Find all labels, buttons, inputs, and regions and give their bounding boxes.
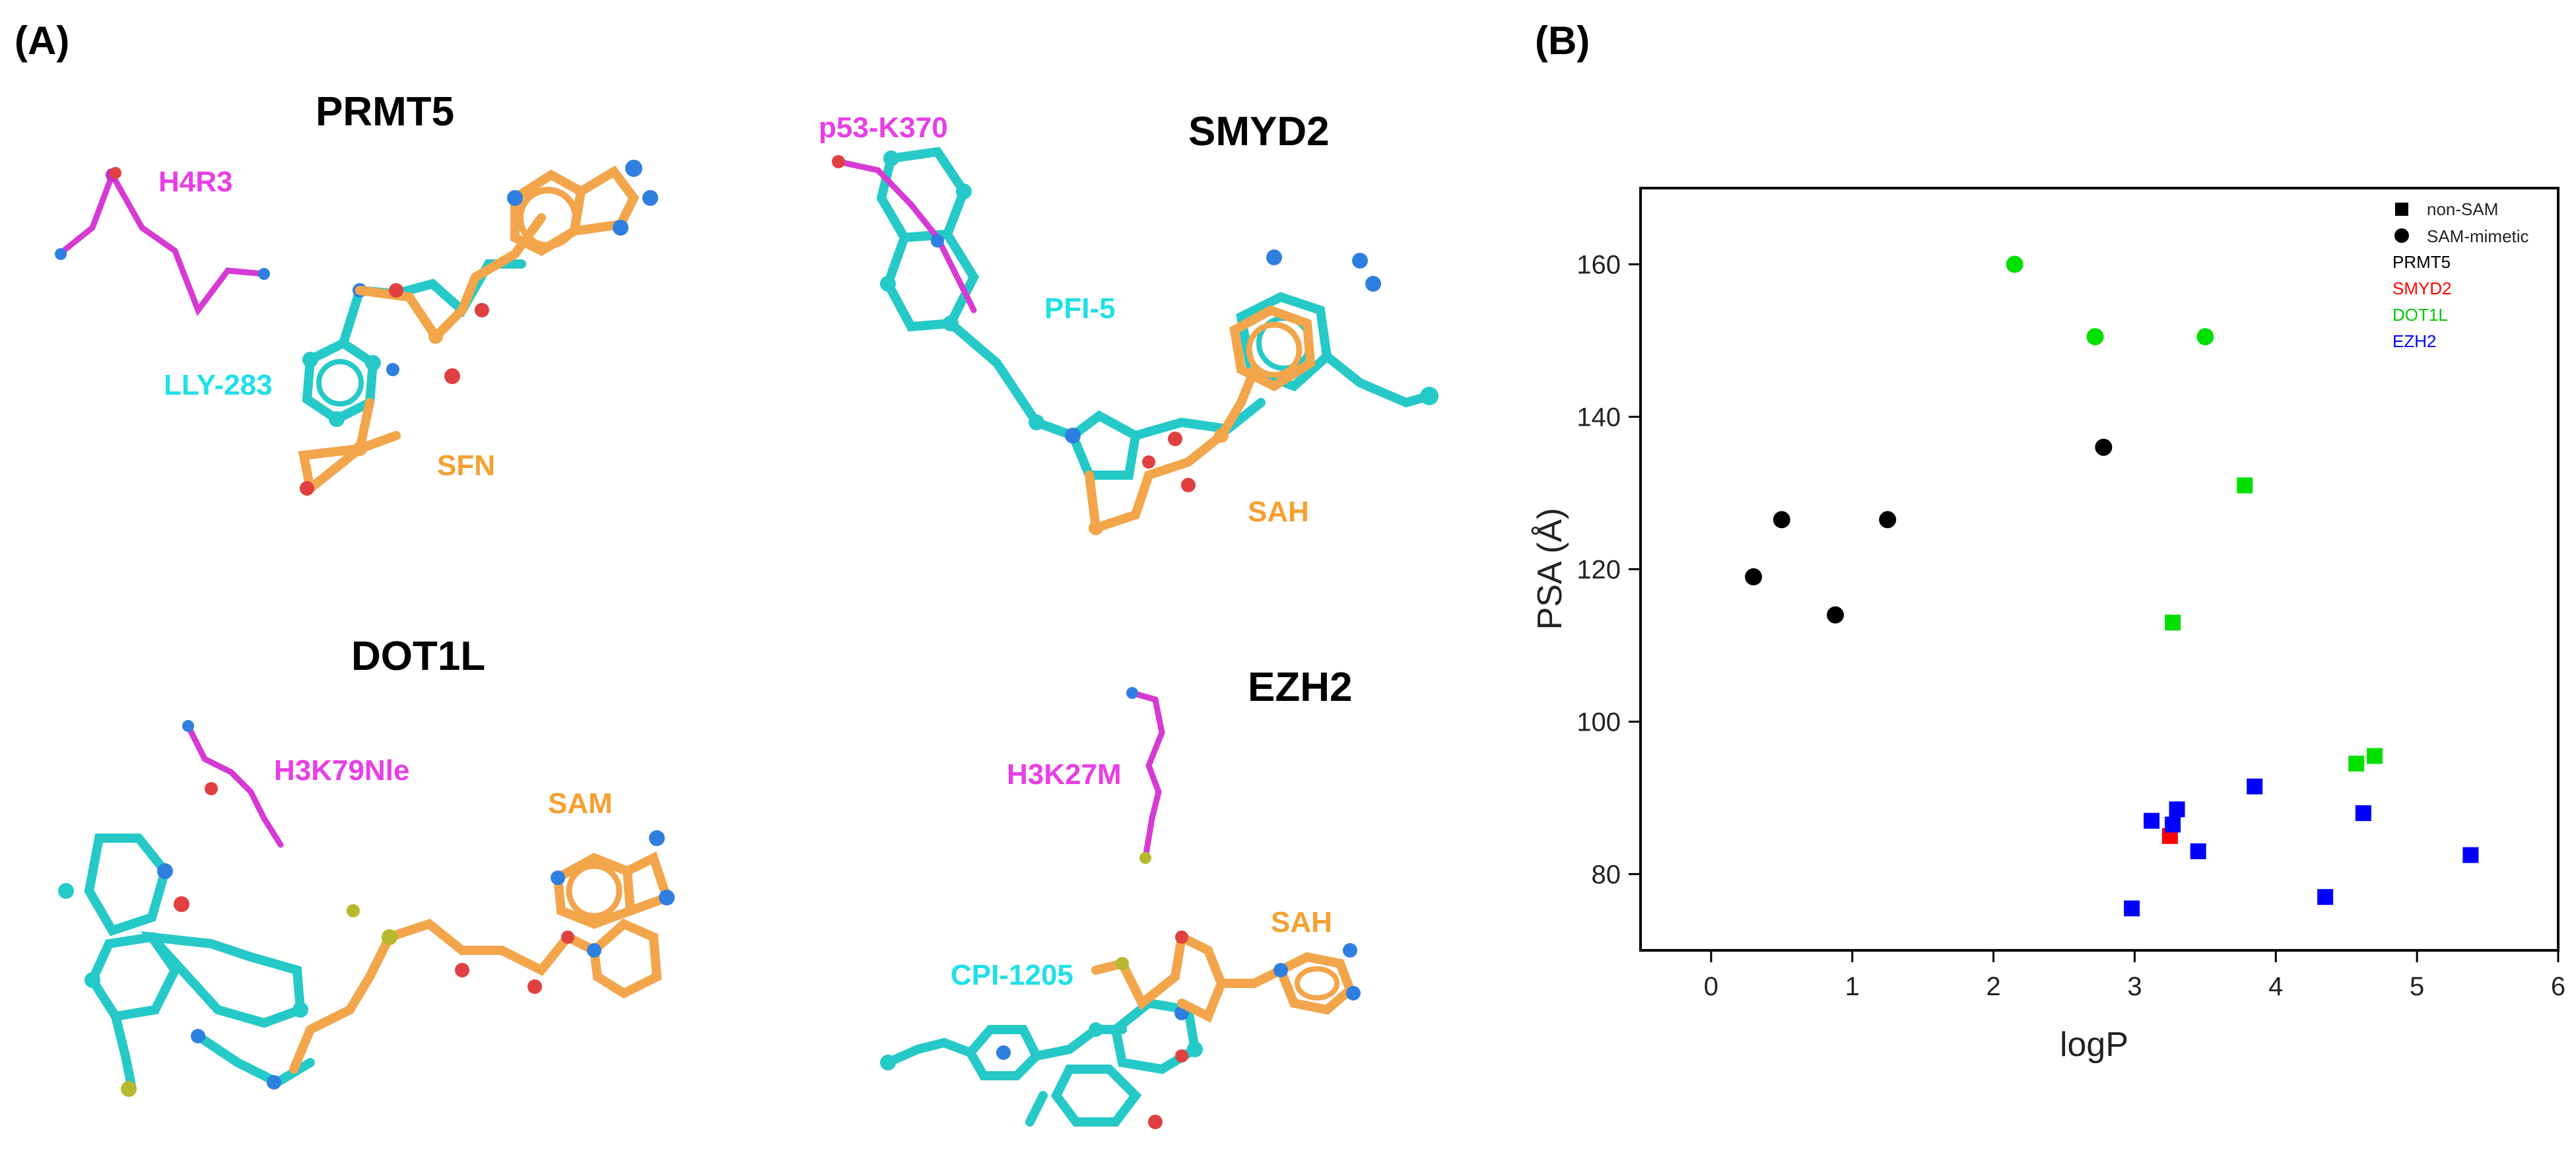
peptide-label-h4r3: H4R3	[158, 166, 233, 198]
scatter-chart: 0 1 2 3 4 5 6 80 100 120 140 160 logP PSA (Å) non-S…	[1531, 187, 2565, 1064]
data-point-prmt5-circle	[1879, 511, 1897, 529]
inhibitor-label-cpi1205: CPI-1205	[951, 959, 1073, 991]
legend: non-SAM SAM-mimetic PRMT5 SMYD2 DOT1L EZ…	[2392, 199, 2529, 351]
complex-title-prmt5: PRMT5	[316, 89, 454, 135]
data-point-ezh2-square	[2190, 843, 2206, 859]
data-points	[1745, 255, 2479, 917]
data-point-ezh2-square	[2355, 805, 2371, 822]
y-tick-label: 140	[1576, 403, 1621, 432]
x-tick-label: 5	[2410, 972, 2424, 1001]
data-point-dot1l-circle	[2196, 328, 2214, 346]
data-point-prmt5-circle	[1773, 511, 1790, 529]
complex-title-dot1l: DOT1L	[351, 634, 485, 679]
panel-a-tag: (A)	[15, 18, 69, 63]
complex-ezh2: EZH2 H3K27M CPI-1205 SAH	[880, 665, 1361, 1129]
y-tick-label: 80	[1592, 861, 1621, 890]
peptide-label-h3k27m: H3K27M	[1007, 758, 1122, 791]
legend-label-non-sam: non-SAM	[2427, 199, 2498, 219]
y-axis-title: PSA (Å)	[1531, 508, 1569, 630]
data-point-ezh2-square	[2317, 889, 2334, 905]
peptide-h3k27m-model	[1126, 687, 1165, 864]
cofactor-label-sah-smyd2: SAH	[1248, 496, 1309, 528]
inhibitor-label-lly283: LLY-283	[164, 369, 273, 401]
complex-smyd2: SMYD2 p53-K370	[819, 109, 1439, 535]
y-tick-label: 100	[1576, 708, 1621, 737]
inhibitor-cpi1205-model	[880, 998, 1203, 1129]
data-point-ezh2-square	[2165, 816, 2181, 833]
legend-label-dot1l: DOT1L	[2392, 305, 2448, 325]
legend-label-sam-mimetic: SAM-mimetic	[2427, 226, 2529, 246]
legend-marker-square	[2395, 203, 2408, 216]
panel-b-tag: (B)	[1535, 18, 1590, 63]
ligand-dot1l-model	[58, 834, 315, 1097]
data-point-prmt5-circle	[2095, 438, 2113, 456]
x-tick-label: 1	[1845, 972, 1860, 1001]
inhibitor-lly283-model	[302, 259, 526, 427]
data-point-ezh2-square	[2247, 778, 2263, 795]
data-point-dot1l-square	[2237, 477, 2253, 494]
y-tick-label: 160	[1576, 251, 1621, 280]
cofactor-sah-model-smyd2	[1085, 305, 1316, 535]
inhibitor-label-pfi5: PFI-5	[1044, 292, 1116, 325]
peptide-p53-k370-model	[832, 155, 977, 313]
inhibitor-pfi5-model	[876, 147, 1439, 480]
data-point-ezh2-square	[2124, 900, 2140, 917]
legend-label-ezh2: EZH2	[2392, 331, 2436, 351]
data-point-dot1l-square	[2348, 756, 2365, 772]
cofactor-sah-model-ezh2	[1091, 930, 1361, 1063]
y-tick-label: 120	[1576, 556, 1621, 585]
cofactor-label-sah-ezh2: SAH	[1271, 906, 1332, 938]
x-tick-label: 6	[2551, 972, 2565, 1001]
data-point-dot1l-square	[2367, 748, 2383, 764]
data-point-dot1l-circle	[2086, 328, 2104, 346]
peptide-label-h3k79nle: H3K79Nle	[274, 754, 409, 787]
data-point-dot1l-square	[2165, 614, 2181, 631]
x-tick-label: 2	[1986, 972, 2000, 1001]
complex-prmt5: PRMT5 H4R3 LLY-	[55, 89, 658, 497]
peptide-h3k79nle-model	[182, 720, 284, 848]
x-tick-label: 3	[2127, 972, 2142, 1001]
legend-label-prmt5: PRMT5	[2392, 252, 2451, 272]
axis-ticks: 0 1 2 3 4 5 6 80 100 120 140 160	[1576, 251, 2565, 1002]
data-point-dot1l-circle	[2006, 255, 2023, 273]
data-point-ezh2-square	[2144, 812, 2160, 829]
x-tick-label: 4	[2268, 972, 2283, 1001]
legend-marker-circle	[2394, 228, 2409, 243]
peptide-label-p53-k370: p53-K370	[819, 112, 948, 144]
data-point-prmt5-circle	[1745, 568, 1763, 586]
complex-dot1l: DOT1L H3K79Nle	[58, 634, 675, 1097]
cofactor-sam-model	[289, 830, 675, 1074]
data-point-ezh2-square	[2462, 847, 2479, 863]
peptide-h4r3-model	[55, 167, 270, 317]
cofactor-sfn-model	[298, 160, 658, 497]
data-point-prmt5-circle	[1827, 606, 1845, 624]
cofactor-label-sam: SAM	[548, 787, 613, 820]
data-point-ezh2-square	[2169, 801, 2185, 818]
cofactor-label-sfn: SFN	[437, 449, 495, 482]
x-tick-label: 0	[1704, 972, 1718, 1001]
x-axis-title: logP	[2060, 1026, 2128, 1064]
complex-title-smyd2: SMYD2	[1188, 109, 1330, 154]
legend-label-smyd2: SMYD2	[2392, 279, 2452, 298]
complex-title-ezh2: EZH2	[1248, 665, 1352, 710]
plot-frame	[1639, 187, 2559, 952]
